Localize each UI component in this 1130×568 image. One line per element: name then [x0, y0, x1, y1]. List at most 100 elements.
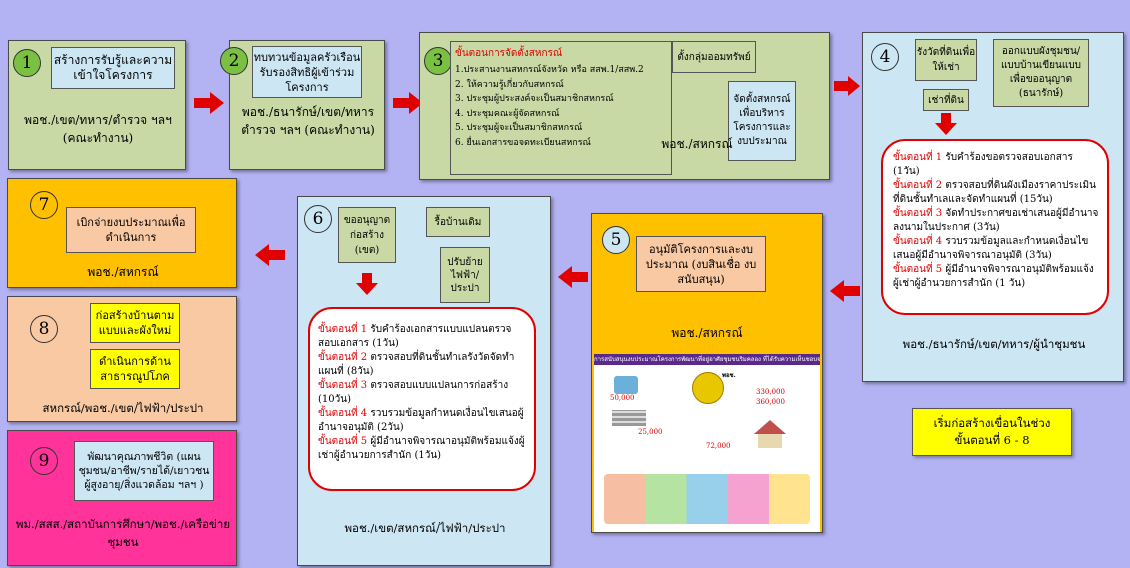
- infographic-amount-3: 330,000: [756, 388, 785, 396]
- house-icon: [754, 420, 786, 434]
- step-3-number: 3: [424, 47, 452, 75]
- infographic-hero-label: พอช.: [722, 372, 736, 379]
- infographic-amount-4: 72,000: [706, 442, 731, 450]
- procedure-step-text: ผู้มีอำนาจพิจารณาอนุมัติพร้อมแจ้งผู้เช่า…: [318, 436, 525, 461]
- arrow-down-4: [935, 113, 957, 135]
- procedure-step: ขั้นตอนที่ 3 ตรวจสอบแบบแปลนการก่อสร้าง (…: [318, 379, 526, 407]
- coop-steps-list: 1.ประสานงานสหกรณ์จังหวัด หรือ สสพ.1/สสพ.…: [455, 63, 667, 150]
- step-8-box: 8 ก่อสร้างบ้านตามแบบและผังใหม่ ดำเนินการ…: [7, 296, 237, 422]
- step-7-box: 7 เบิกจ่ายงบประมาณเพื่อดำเนินการ พอช./สห…: [7, 178, 237, 288]
- step-1-box: 1 สร้างการรับรู้และความเข้าใจโครงการ พอช…: [8, 40, 186, 170]
- house-body-icon: [758, 434, 782, 448]
- procedure-step: ขั้นตอนที่ 2 ตรวจสอบที่ดินชั้นทำเลรังวัด…: [318, 351, 526, 379]
- arrow-right-3: [834, 76, 860, 96]
- infographic-amount-1: 50,000: [610, 394, 635, 402]
- land-survey-box: รังวัดที่ดินเพื่อให้เช่า: [915, 39, 977, 81]
- relocate-utilities-box: ปรับย้ายไฟฟ้า/ประปา: [440, 247, 490, 303]
- step-5-box: 5 อนุมัติโครงการและงบประมาณ (งบสินเชื่อ …: [591, 213, 823, 533]
- infographic-amount-2: 25,000: [638, 428, 663, 436]
- arrow-left-6: [255, 244, 285, 266]
- procedure-step-number: ขั้นตอนที่ 3: [893, 208, 946, 219]
- step-9-number: 9: [30, 447, 58, 475]
- procedure-step-text: ตรวจสอบที่ดินผังเมืองราคาประเมินที่ดินชั…: [893, 180, 1096, 205]
- building-permit-box: ขออนุญาตก่อสร้าง (เขต): [338, 207, 396, 263]
- coop-step-item: 1.ประสานงานสหกรณ์จังหวัด หรือ สสพ.1/สสพ.…: [455, 65, 644, 75]
- arrow-right-2: [393, 92, 423, 114]
- step-3-box: 3 ขั้นตอนการจัดตั้งสหกรณ์ 1.ประสานงานสหก…: [419, 32, 830, 180]
- coop-steps-title: ขั้นตอนการจัดตั้งสหกรณ์: [455, 48, 563, 59]
- procedure-step: ขั้นตอนที่ 5 ผู้มีอำนาจพิจารณาอนุมัติพร้…: [893, 263, 1099, 291]
- procedure-step-number: ขั้นตอนที่ 1: [318, 324, 371, 335]
- arrow-down-6: [356, 273, 378, 295]
- step-4-box: 4 รังวัดที่ดินเพื่อให้เช่า ออกแบบผังชุมช…: [862, 32, 1124, 382]
- procedure-step-text: ตรวจสอบแบบแปลนการก่อสร้าง (10วัน): [318, 380, 509, 405]
- step-2-footer: พอช./ธนารักษ์/เขต/ทหาร ตำรวจ ฯลฯ (คณะทำง…: [241, 105, 375, 137]
- coop-step-item: 6. ยื่นเอกสารขอจดทะเบียนสหกรณ์: [455, 137, 591, 148]
- bricks-icon: [612, 410, 646, 426]
- step-6-number: 6: [304, 205, 332, 233]
- step-6-steps: ขั้นตอนที่ 1 รับคำร้องเอกสารแบบแปลนตรวจส…: [318, 323, 526, 463]
- procedure-step-text: จัดทำประกาศขอเช่าเสนอผู้มีอำนาจลงนามในปร…: [893, 208, 1099, 233]
- step-9-inner: พัฒนาคุณภาพชีวิต (แผนชุมชน/อาชีพ/รายได้/…: [74, 441, 214, 501]
- procedure-step-number: ขั้นตอนที่ 1: [893, 152, 946, 163]
- step-9-footer: พม./สสส./สถาบันการศึกษา/พอช./เครือข่ายชุ…: [15, 517, 231, 549]
- procedure-step-number: ขั้นตอนที่ 5: [318, 436, 371, 447]
- money-bag-icon: [692, 372, 724, 404]
- procedure-step-number: ขั้นตอนที่ 4: [318, 408, 371, 419]
- step-8-number: 8: [30, 315, 58, 343]
- step-1-number: 1: [13, 49, 41, 77]
- step-1-footer: พอช./เขต/ทหาร/ตำรวจ ฯลฯ (คณะทำงาน): [24, 113, 172, 145]
- procedure-step-number: ขั้นตอนที่ 5: [893, 264, 946, 275]
- procedure-step: ขั้นตอนที่ 4 รวบรวมข้อมูลและกำหนดเงื่อนไ…: [893, 235, 1099, 263]
- step-7-footer: พอช./สหกรณ์: [87, 265, 159, 279]
- coop-step-item: 2. ให้ความรู้เกี่ยวกับสหกรณ์: [455, 79, 564, 90]
- coop-steps-panel: ขั้นตอนการจัดตั้งสหกรณ์ 1.ประสานงานสหกรณ…: [450, 41, 672, 175]
- procedure-step: ขั้นตอนที่ 5 ผู้มีอำนาจพิจารณาอนุมัติพร้…: [318, 435, 526, 463]
- step-1-inner: สร้างการรับรู้และความเข้าใจโครงการ: [51, 47, 175, 89]
- arrow-left-5: [558, 266, 588, 288]
- step-7-inner: เบิกจ่ายงบประมาณเพื่อดำเนินการ: [66, 207, 196, 253]
- step-2-inner: ทบทวนข้อมูลครัวเรือนรับรองสิทธิผู้เข้าร่…: [252, 46, 362, 98]
- infographic-caption: การสนับสนุนงบประมาณโครงการพัฒนาที่อยู่อา…: [594, 354, 820, 365]
- step-4-footer: พอช./ธนารักษ์/เขต/ทหาร/ผู้นำชุมชน: [902, 337, 1086, 351]
- step-2-number: 2: [220, 47, 248, 75]
- budget-infographic: การสนับสนุนงบประมาณโครงการพัฒนาที่อยู่อา…: [594, 354, 820, 532]
- water-tank-icon: [614, 376, 638, 394]
- procedure-step: ขั้นตอนที่ 2 ตรวจสอบที่ดินผังเมืองราคาปร…: [893, 179, 1099, 207]
- step-5-inner: อนุมัติโครงการและงบประมาณ (งบสินเชื่อ งบ…: [636, 236, 766, 292]
- step-2-box: 2 ทบทวนข้อมูลครัวเรือนรับรองสิทธิผู้เข้า…: [220, 40, 385, 170]
- procedure-step-number: ขั้นตอนที่ 2: [318, 352, 371, 363]
- procedure-step-text: รวบรวมข้อมูลและกำหนดเงื่อนไขเสนอผู้มีอำน…: [893, 236, 1089, 261]
- procedure-step: ขั้นตอนที่ 3 จัดทำประกาศขอเช่าเสนอผู้มีอ…: [893, 207, 1099, 235]
- step-8-footer: สหกรณ์/พอช./เขต/ไฟฟ้า/ประปา: [42, 401, 204, 415]
- community-design-box: ออกแบบผังชุมชน/แบบบ้านเขียนแบบเพื่อขออนุ…: [993, 39, 1089, 107]
- procedure-step: ขั้นตอนที่ 1 รับคำร้องเอกสารแบบแปลนตรวจส…: [318, 323, 526, 351]
- procedure-step-text: ตรวจสอบที่ดินชั้นทำเลรังวัดจัดทำแผนที่ (…: [318, 352, 515, 377]
- step-4-steps: ขั้นตอนที่ 1 รับคำร้องขอตรวจสอบเอกสาร (1…: [893, 151, 1099, 291]
- procedure-step: ขั้นตอนที่ 1 รับคำร้องขอตรวจสอบเอกสาร (1…: [893, 151, 1099, 179]
- coop-step-item: 5. ประชุมผู้จะเป็นสมาชิกสหกรณ์: [455, 123, 583, 133]
- procedure-step-number: ขั้นตอนที่ 3: [318, 380, 371, 391]
- procedure-step-text: รับคำร้องขอตรวจสอบเอกสาร (1วัน): [893, 152, 1073, 177]
- step-6-procedure: ขั้นตอนที่ 1 รับคำร้องเอกสารแบบแปลนตรวจส…: [308, 307, 536, 491]
- step-5-number: 5: [602, 226, 630, 254]
- step-6-box: 6 ขออนุญาตก่อสร้าง (เขต) รื้อบ้านเดิม ปร…: [297, 196, 551, 566]
- infographic-amount-5: 360,000: [756, 398, 785, 406]
- step-8-inner-construct: ก่อสร้างบ้านตามแบบและผังใหม่: [90, 303, 180, 343]
- procedure-step-number: ขั้นตอนที่ 4: [893, 236, 946, 247]
- coop-step-item: 4. ประชุมคณะผู้จัดสหกรณ์: [455, 108, 560, 119]
- coop-setup-box: จัดตั้งสหกรณ์เพื่อบริหารโครงการและงบประม…: [728, 81, 796, 161]
- procedure-step-text: รวบรวมข้อมูลกำหนดเงื่อนไขเสนอผู้อำนาจอนุ…: [318, 408, 524, 433]
- land-lease-box: เช่าที่ดิน: [923, 89, 969, 111]
- step-4-number: 4: [871, 43, 899, 71]
- procedure-step: ขั้นตอนที่ 4 รวบรวมข้อมูลกำหนดเงื่อนไขเส…: [318, 407, 526, 435]
- step-6-footer: พอช./เขต/สหกรณ์/ไฟฟ้า/ประปา: [344, 521, 506, 535]
- step-7-number: 7: [30, 191, 58, 219]
- dam-construction-note: เริ่มก่อสร้างเขื่อนในช่วงขั้นตอนที่ 6 - …: [912, 408, 1072, 456]
- procedure-step-text: ผู้มีอำนาจพิจารณาอนุมัติพร้อมแจ้งผู้เช่า…: [893, 264, 1094, 289]
- savings-group-box: ตั้งกลุ่มออมทรัพย์: [672, 41, 756, 73]
- demolish-house-box: รื้อบ้านเดิม: [426, 207, 490, 237]
- procedure-step-number: ขั้นตอนที่ 2: [893, 180, 946, 191]
- step-9-box: 9 พัฒนาคุณภาพชีวิต (แผนชุมชน/อาชีพ/รายได…: [7, 430, 237, 566]
